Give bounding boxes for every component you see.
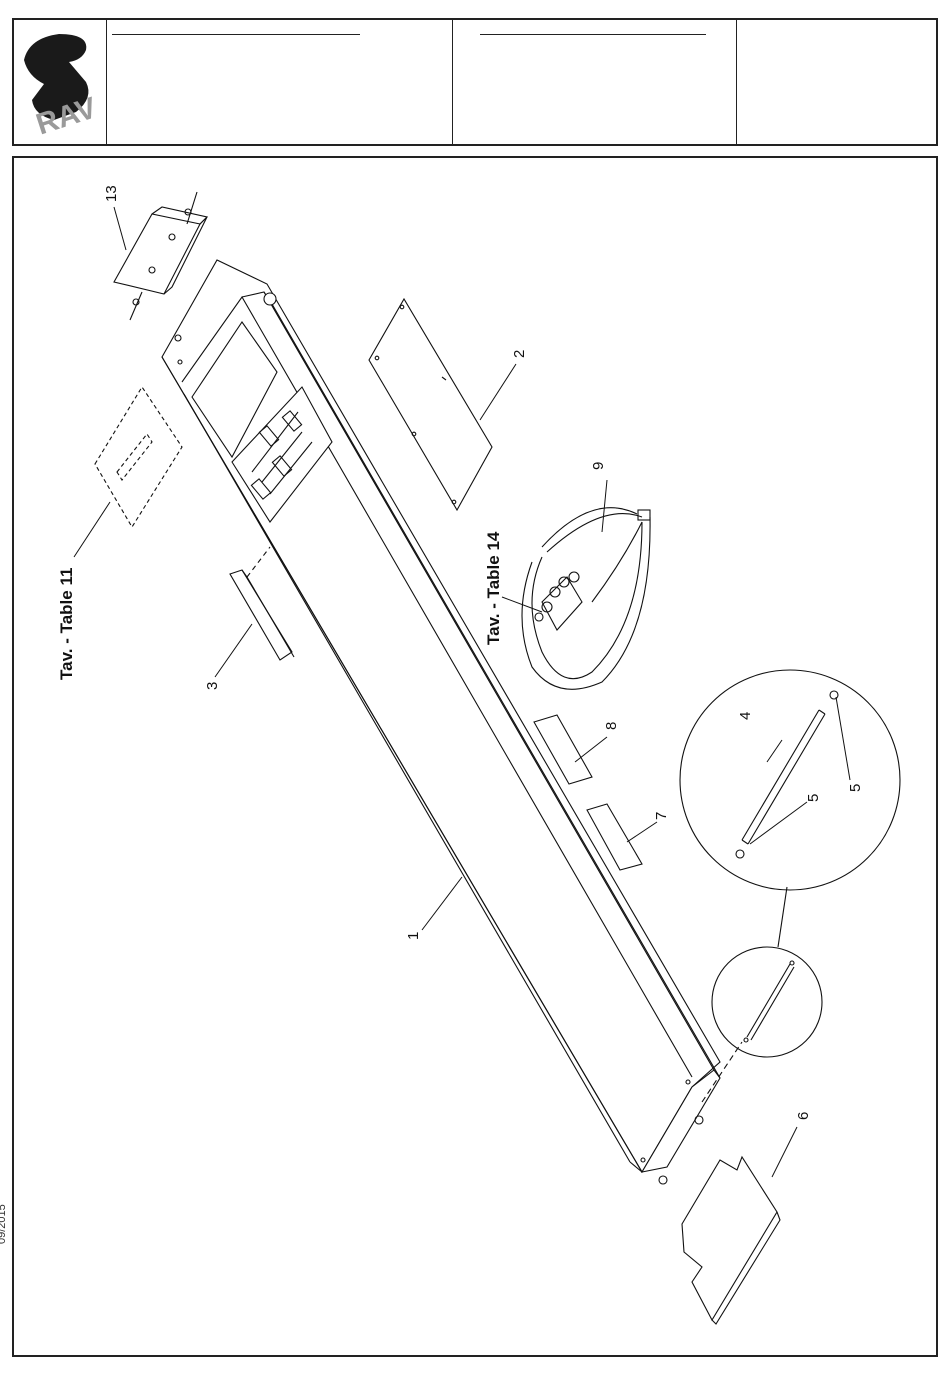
- callout-3: 3: [204, 682, 221, 690]
- title-underline-1: [112, 34, 360, 35]
- callout-1: 1: [405, 932, 422, 940]
- title-cell-1: [106, 20, 453, 144]
- callout-7: 7: [653, 812, 670, 820]
- detail-circle-large: [680, 670, 900, 890]
- callout-6: 6: [795, 1112, 812, 1120]
- callout-2: 2: [511, 350, 528, 358]
- drawing-frame: 1 2 3 4 5 5 6 7 8 9 13 Tav. - Table 11 T…: [12, 156, 938, 1357]
- cover-plate: [369, 299, 492, 510]
- title-cell-2: [452, 20, 737, 144]
- table11-plate: [95, 387, 182, 527]
- rav-logo: RAV: [14, 20, 106, 144]
- title-underline-2: [480, 34, 706, 35]
- logo-cell: RAV: [14, 20, 107, 144]
- title-cell-3: [736, 20, 936, 144]
- reference-table11: Tav. - Table 11: [57, 568, 76, 680]
- callout-5b: 5: [847, 784, 864, 792]
- reference-table14: Tav. - Table 14: [484, 531, 503, 645]
- callout-4: 4: [737, 712, 754, 720]
- revision-date: 09/2015: [0, 1204, 8, 1244]
- callout-13: 13: [103, 185, 120, 202]
- end-plate: [682, 1157, 780, 1324]
- callout-5a: 5: [805, 794, 822, 802]
- hydraulic-valve: [522, 508, 650, 690]
- exploded-diagram: 1 2 3 4 5 5 6 7 8 9 13 Tav. - Table 11 T…: [14, 158, 936, 1355]
- callout-9: 9: [590, 462, 607, 470]
- title-block: RAV: [12, 18, 938, 146]
- callout-8: 8: [603, 722, 620, 730]
- end-bracket: [114, 192, 207, 320]
- detail-circle-small: [702, 887, 822, 1102]
